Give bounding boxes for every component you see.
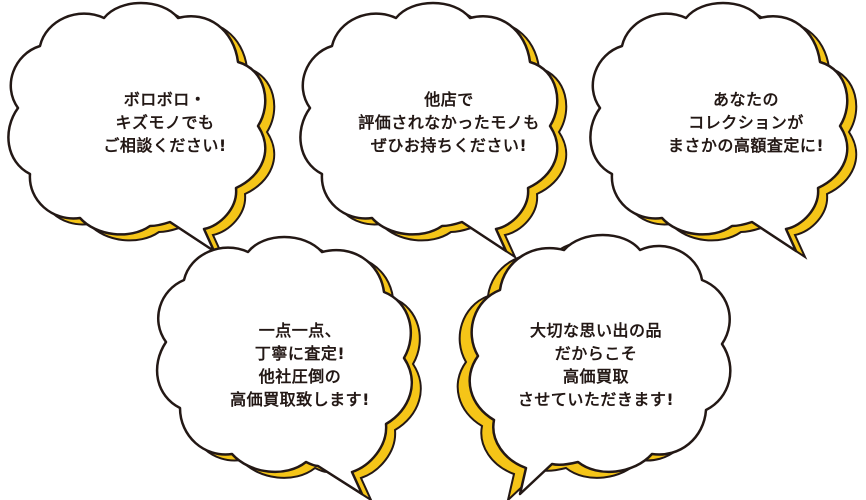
bubble-line: あなたの bbox=[712, 89, 779, 109]
bubble-line: ご相談ください! bbox=[103, 135, 227, 155]
bubble-line: 他店で bbox=[424, 89, 474, 109]
bubble-line: 高価買取 bbox=[562, 367, 629, 386]
bubble-line: 大切な思い出の品 bbox=[529, 321, 662, 340]
bubble-body bbox=[7, 1, 267, 253]
bubble-line: まさかの高額査定に! bbox=[667, 135, 825, 155]
bubble-text-5: 大切な思い出の品 だからこそ 高価買取 させていただきます! bbox=[476, 315, 716, 415]
bubble-line: 他社圧倒の bbox=[258, 367, 342, 386]
bubble-line: ぜひお持ちください! bbox=[370, 135, 528, 155]
bubble-text-2: 他店で 評価されなかったモノも ぜひお持ちください! bbox=[329, 84, 569, 160]
bubble-line: 一点一点、 bbox=[258, 321, 342, 340]
bubble-line: キズモノでも bbox=[115, 112, 215, 132]
bubble-line: だからこそ bbox=[554, 344, 638, 363]
bubble-body bbox=[468, 233, 732, 496]
bubble-line: ボロボロ・ bbox=[123, 89, 207, 109]
bubble-line: させていただきます! bbox=[517, 390, 675, 409]
bubble-line: 評価されなかったモノも bbox=[358, 112, 540, 132]
bubble-body bbox=[299, 1, 559, 253]
bubble-body bbox=[589, 1, 849, 253]
bubble-text-3: あなたの コレクションが まさかの高額査定に! bbox=[626, 84, 866, 160]
bubble-line: 丁寧に査定! bbox=[254, 344, 346, 363]
bubble-line: コレクションが bbox=[688, 112, 804, 132]
bubble-text-4: 一点一点、 丁寧に査定! 他社圧倒の 高価買取致します! bbox=[180, 315, 420, 415]
bubble-text-1: ボロボロ・ キズモノでも ご相談ください! bbox=[55, 84, 275, 160]
bubble-line: 高価買取致します! bbox=[230, 390, 370, 409]
bubble-body bbox=[155, 235, 413, 496]
